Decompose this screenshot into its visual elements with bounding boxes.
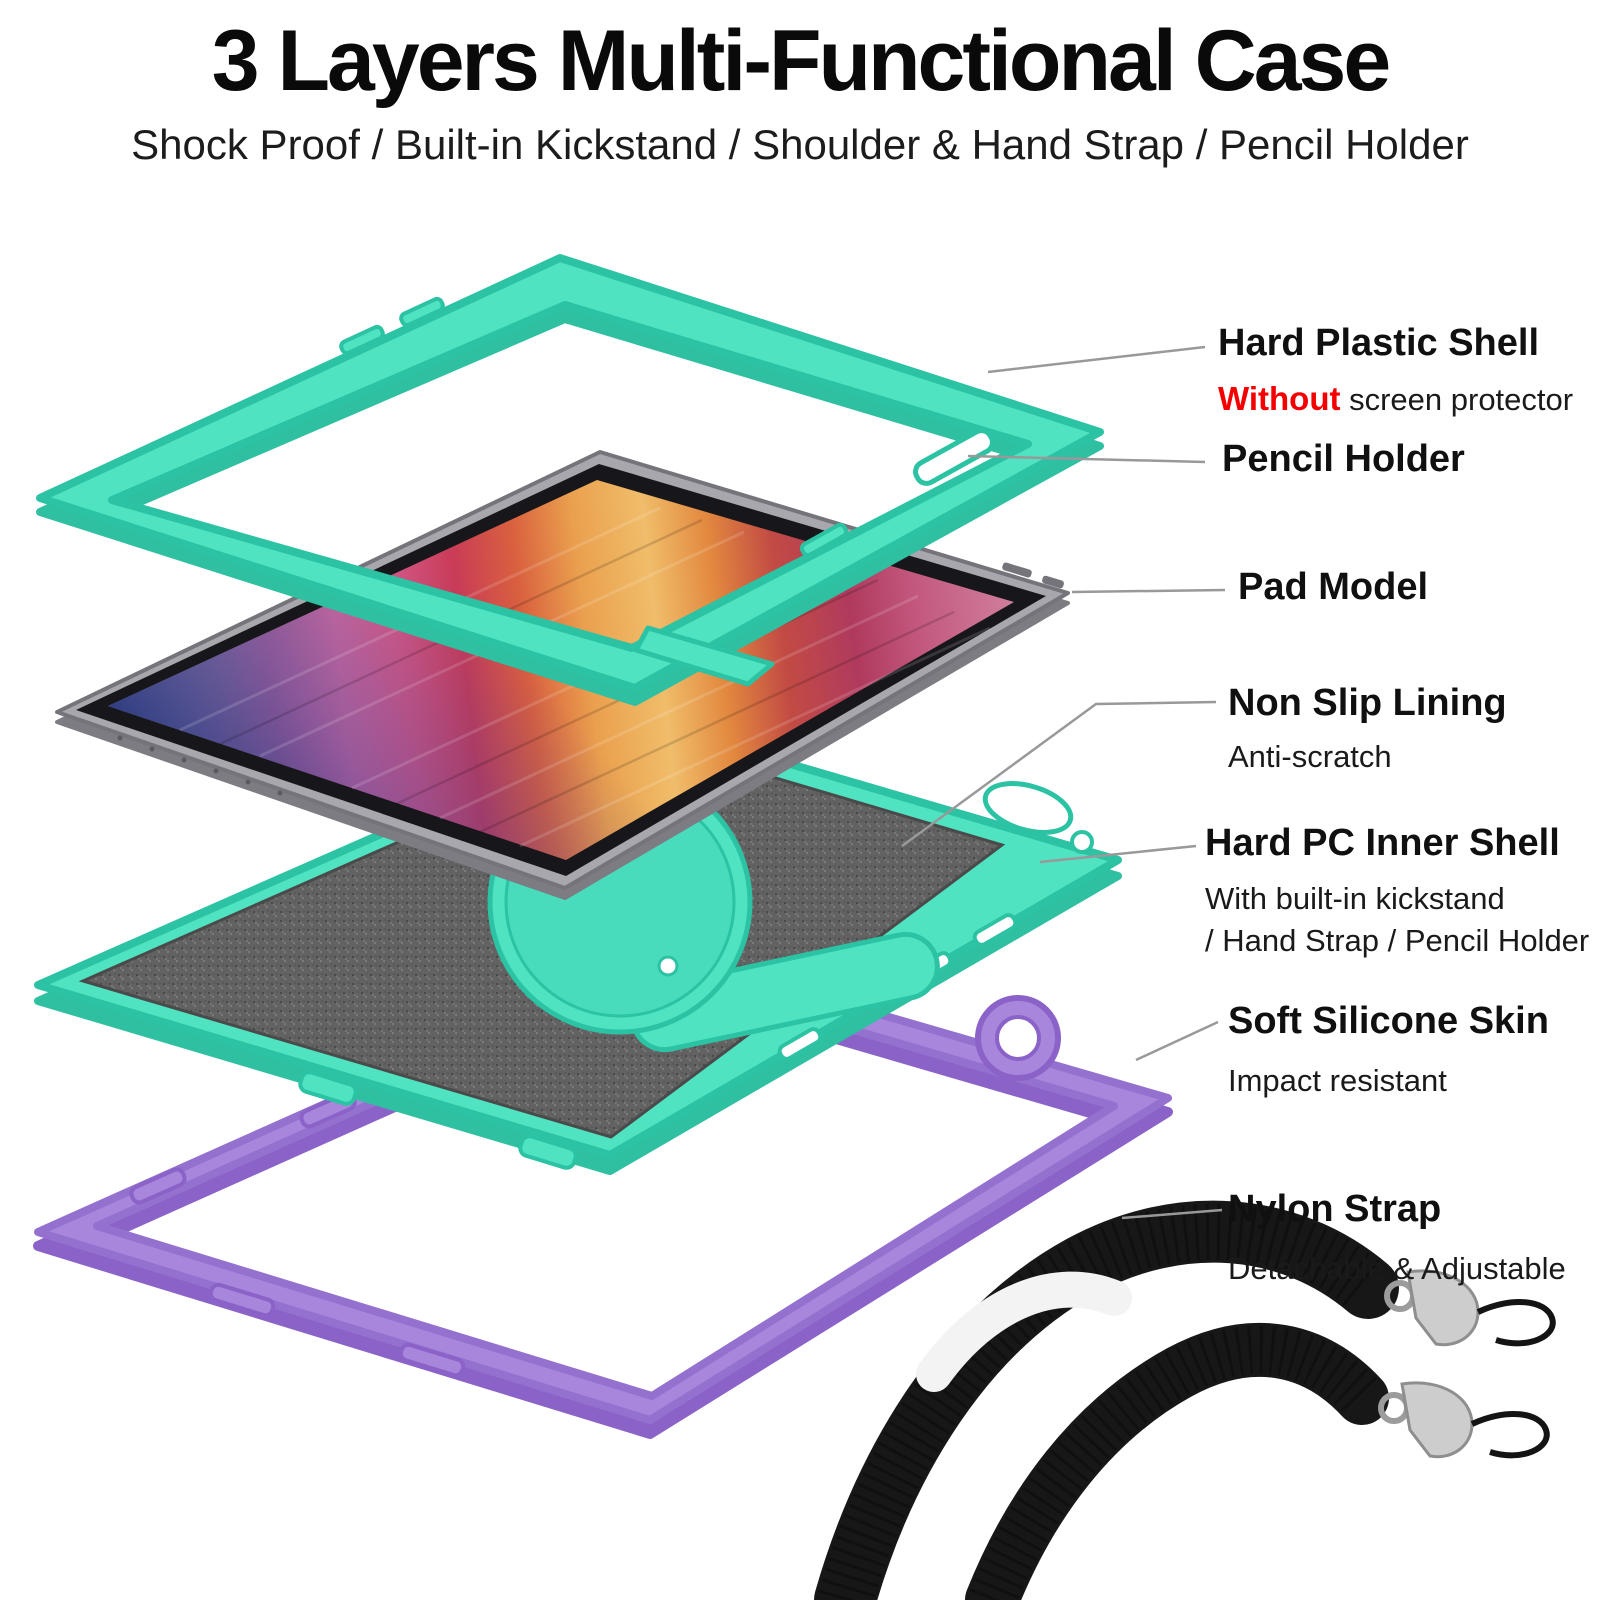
- inner-shell-port-cutout: [777, 1027, 823, 1061]
- strap-cord-loop: [1470, 1411, 1550, 1459]
- inner-shell-mic-hole: [1070, 830, 1094, 854]
- callout-pencil-holder: Pencil Holder: [1222, 438, 1465, 482]
- callout-label: Nylon Strap: [1228, 1188, 1442, 1230]
- leader-pencil-holder: [967, 454, 1206, 464]
- silicone-camera-hole: [995, 1015, 1041, 1061]
- callout-label: Non Slip Lining: [1228, 682, 1507, 724]
- hard-shell-frame: [36, 254, 1104, 692]
- inner-shell-port-cutout: [972, 913, 1018, 947]
- header: 3 Layers Multi-Functional Case Shock Pro…: [0, 12, 1600, 169]
- leader-lines: [901, 345, 1226, 1220]
- page-subtitle: Shock Proof / Built-in Kickstand / Shoul…: [131, 121, 1469, 168]
- callout-label: Soft Silicone Skin: [1228, 1000, 1549, 1042]
- hard-shell-button-notch: [339, 324, 385, 356]
- tablet-power-button: [1042, 575, 1064, 589]
- strap-white-insert: [916, 1271, 1132, 1392]
- inner-shell-foot: [298, 1070, 358, 1106]
- note-rest: screen protector: [1340, 381, 1574, 417]
- callout-note: Anti-scratch: [1228, 738, 1392, 774]
- callout-label: Hard PC Inner Shell: [1205, 822, 1560, 864]
- strap-cord-loop: [1476, 1299, 1556, 1347]
- leader-nylon-strap: [1121, 1208, 1223, 1220]
- nylon-strap: [814, 1200, 1556, 1600]
- callout-label: Hard Plastic Shell: [1218, 322, 1540, 364]
- hard-plastic-shell-layer: [36, 254, 1104, 706]
- inner-shell-camera-cutout: [982, 781, 1074, 835]
- callout-note: Impact resistant: [1228, 1062, 1447, 1098]
- tablet-volume-button: [1002, 562, 1032, 578]
- kickstand-anchor-hole: [657, 955, 679, 977]
- callout-hard-plastic-shell: Hard Plastic Shell Without screen protec…: [1218, 322, 1573, 419]
- hard-shell-button-notch: [399, 296, 445, 328]
- callout-note-line2: / Hand Strap / Pencil Holder: [1205, 923, 1590, 959]
- silicone-port-bump: [398, 1342, 466, 1378]
- callout-non-slip-lining: Non Slip Lining Anti-scratch: [1228, 682, 1507, 776]
- strap-band-upper: [814, 1200, 1399, 1600]
- callout-note: Without screen protector: [1218, 378, 1573, 420]
- pencil-holder-slot: [913, 428, 995, 486]
- page-title: 3 Layers Multi-Functional Case: [211, 13, 1391, 109]
- callout-pad-model: Pad Model: [1238, 566, 1428, 610]
- leader-hard-plastic-shell: [987, 345, 1206, 374]
- inner-shell-foot: [518, 1134, 578, 1170]
- strap-band-lower: [965, 1322, 1389, 1600]
- callout-hard-pc-inner-shell: Hard PC Inner Shell With built-in kickst…: [1205, 822, 1589, 961]
- callout-note: Detachable & Adjustable: [1228, 1250, 1566, 1286]
- hard-shell-corner-tab: [633, 625, 775, 687]
- callout-label: Pad Model: [1238, 566, 1429, 608]
- callout-nylon-strap: Nylon Strap Detachable & Adjustable: [1228, 1188, 1566, 1288]
- callout-note-line1: With built-in kickstand: [1205, 880, 1505, 916]
- note-highlight: Without: [1218, 379, 1341, 417]
- leader-non-slip-lining: [901, 700, 1217, 848]
- leader-pad-model: [1071, 588, 1226, 594]
- hard-pc-inner-shell-layer: [34, 716, 1122, 1175]
- leader-soft-silicone-skin: [1135, 1020, 1219, 1062]
- speaker-holes: [117, 735, 283, 796]
- silicone-port-bump: [208, 1282, 276, 1318]
- silicone-button-bump: [129, 1167, 187, 1205]
- leader-hard-pc-inner-shell: [1039, 844, 1197, 864]
- callout-soft-silicone-skin: Soft Silicone Skin Impact resistant: [1228, 1000, 1549, 1100]
- hard-shell-edge-tab: [799, 522, 849, 558]
- metal-clasp: [1400, 1381, 1474, 1459]
- callout-label: Pencil Holder: [1222, 438, 1465, 480]
